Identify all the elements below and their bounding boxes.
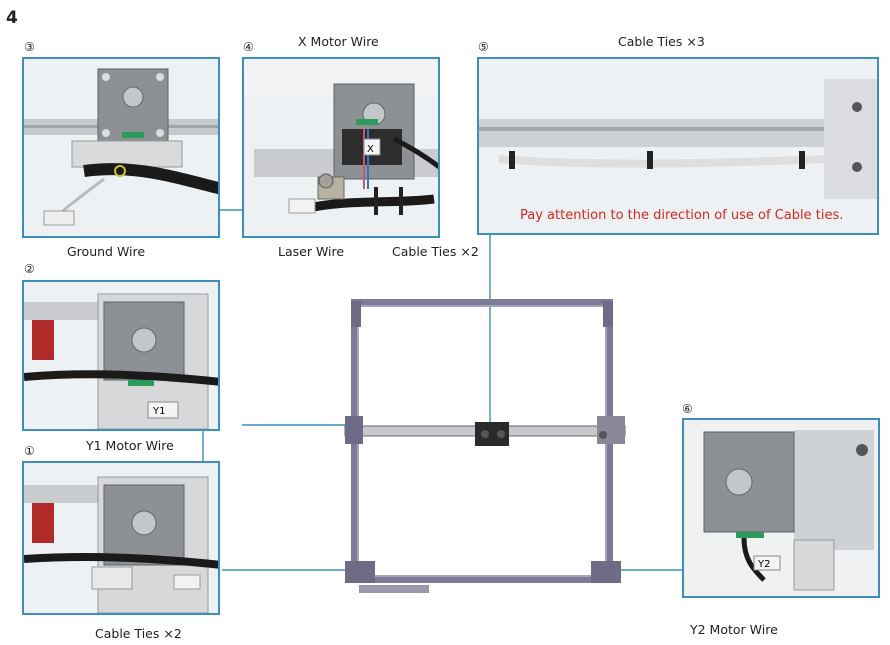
label-y2-motor-wire: Y2 Motor Wire bbox=[690, 622, 778, 637]
panel-2-y1-motor: Y1 bbox=[22, 280, 220, 431]
step-number: 4 bbox=[6, 8, 18, 28]
panel-4-number: ④ bbox=[243, 40, 254, 54]
panel-4-x-carriage: X bbox=[242, 57, 440, 238]
panel-1-number: ① bbox=[24, 444, 35, 458]
panel-3-illustration bbox=[24, 68, 218, 226]
wire-tag-y1: Y1 bbox=[152, 406, 165, 417]
panel-6-number: ⑥ bbox=[682, 402, 693, 416]
panel-3-number: ③ bbox=[24, 40, 35, 54]
label-y1-motor-wire: Y1 Motor Wire bbox=[86, 438, 174, 453]
label-laser-wire: Laser Wire bbox=[278, 244, 345, 259]
panel-4-illustration: X bbox=[244, 59, 438, 215]
panel-2-number: ② bbox=[24, 262, 35, 276]
panel-5-illustration bbox=[479, 79, 877, 199]
label-cable-ties-x2-bottom: Cable Ties ×2 bbox=[95, 626, 182, 641]
cable-ties-direction-note: Pay attention to the direction of use of… bbox=[520, 208, 844, 223]
panel-6-y2-motor: Y2 bbox=[682, 418, 880, 598]
label-cable-ties-x2-top: Cable Ties ×2 bbox=[392, 244, 479, 259]
label-x-motor-wire: X Motor Wire bbox=[298, 34, 379, 49]
panel-5-cable-ties-direction bbox=[477, 57, 879, 235]
panel-1-cable-ties bbox=[22, 461, 220, 615]
panel-3-ground-wire bbox=[22, 57, 220, 238]
label-ground-wire: Ground Wire bbox=[67, 244, 146, 259]
wire-tag-x: X bbox=[367, 144, 374, 155]
panel-2-illustration: Y1 bbox=[24, 293, 218, 429]
label-cable-ties-x3: Cable Ties ×3 bbox=[618, 34, 705, 49]
panel-6-illustration: Y2 bbox=[684, 420, 878, 596]
panel-5-number: ⑤ bbox=[478, 40, 489, 54]
panel-1-illustration bbox=[24, 476, 218, 613]
wire-tag-y2: Y2 bbox=[757, 559, 770, 570]
engraver-frame-diagram bbox=[344, 299, 626, 593]
